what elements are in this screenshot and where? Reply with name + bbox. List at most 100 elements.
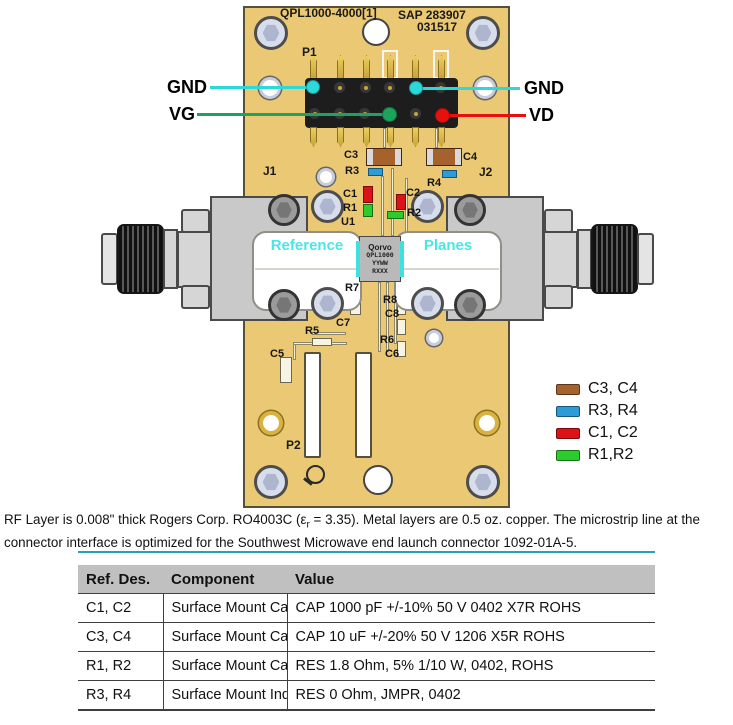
- cell-value: CAP 10 uF +/-20% 50 V 1206 X5R ROHS: [286, 622, 655, 652]
- resistor-r4: [442, 170, 457, 178]
- trace-line: [391, 168, 394, 236]
- board-screw-icon: [311, 190, 344, 223]
- rf-slot-right: [355, 352, 372, 458]
- trace-line: [312, 332, 346, 335]
- board-date-code: 031517: [417, 20, 458, 34]
- label-c7: C7: [336, 317, 351, 329]
- pad: [280, 357, 292, 383]
- pad: [312, 338, 332, 346]
- header-pin-icon: [438, 127, 445, 147]
- microstrip-seam: [397, 268, 499, 270]
- vd-pin-dot: [435, 108, 450, 123]
- gnd-pin-dot-right: [409, 81, 423, 95]
- label-r1: R1: [343, 202, 358, 214]
- caption-subscript: r: [306, 519, 310, 531]
- table-header-row: Ref. Des. Component Value: [78, 565, 655, 594]
- chip-marking-line2: YYWW: [372, 258, 388, 267]
- trace-line: [378, 282, 381, 352]
- col-header-ref-des: Ref. Des.: [78, 565, 163, 594]
- via-hole: [426, 330, 442, 346]
- label-c1: C1: [343, 188, 358, 200]
- cell-component: Surface Mount Cap.: [162, 651, 287, 681]
- board-sap-number: SAP 283907: [398, 8, 466, 22]
- legend-item-r3r4: R3, R4: [556, 401, 638, 421]
- chip-marking-line3: RXXX: [372, 266, 388, 275]
- label-c3: C3: [344, 149, 359, 161]
- block-screw-icon: [454, 289, 486, 321]
- label-r3: R3: [345, 165, 360, 177]
- coax-nut-right-top: [544, 209, 573, 233]
- figure-caption: RF Layer is 0.008" thick Rogers Corp. RO…: [4, 511, 731, 552]
- chip-marking-line1: QPL1000: [366, 251, 394, 260]
- cell-ref-des: R1, R2: [78, 651, 163, 681]
- table-row: C1, C2 Surface Mount Cap. CAP 1000 pF +/…: [78, 593, 655, 623]
- label-c5: C5: [270, 348, 285, 360]
- coax-nut-right-bottom: [544, 285, 573, 309]
- mounting-hole: [362, 18, 390, 46]
- coax-knurl-right: [591, 224, 638, 294]
- board-part-number: QPL1000-4000[1]: [280, 6, 377, 20]
- coax-collar-left: [163, 229, 178, 289]
- label-p2: P2: [286, 438, 301, 452]
- caption-text: = 3.35). Metal layers are 0.5 oz. copper…: [4, 512, 700, 551]
- coax-tip-left: [101, 233, 118, 285]
- table-top-rule: [78, 551, 655, 553]
- trace-line: [381, 176, 384, 236]
- coax-tip-right: [637, 233, 654, 285]
- coax-nut-left-top: [181, 209, 210, 233]
- capacitor-c2: [396, 194, 406, 210]
- gnd-left-line: [210, 86, 313, 89]
- pad: [397, 319, 406, 335]
- gnd-pin-dot-left: [306, 80, 320, 94]
- header-hole: [410, 108, 421, 119]
- legend-swatch-brown: [556, 383, 580, 395]
- block-screw-icon: [268, 194, 300, 226]
- header-hole: [384, 82, 395, 93]
- reference-planes-text-right: Planes: [423, 237, 473, 254]
- block-screw-icon: [454, 194, 486, 226]
- chip-edge-mark-right: [400, 241, 404, 277]
- corner-screw-icon: [466, 465, 500, 499]
- legend-swatch-blue: [556, 405, 580, 417]
- cell-component: Surface Mount Cap.: [162, 593, 287, 623]
- header-pin-icon: [363, 127, 370, 147]
- gnd-right-label: GND: [524, 78, 564, 98]
- header-hole: [334, 82, 345, 93]
- vg-label: VG: [169, 104, 196, 124]
- vd-line: [447, 114, 526, 117]
- label-p1: P1: [302, 45, 317, 59]
- qorvo-q-logo: [303, 465, 325, 486]
- trace-line: [386, 282, 389, 352]
- label-c2: C2: [406, 187, 421, 199]
- header-pin-icon: [310, 127, 317, 147]
- coax-knurl-left: [117, 224, 164, 294]
- cell-value: RES 0 Ohm, JMPR, 0402: [286, 680, 655, 710]
- table-row: R3, R4 Surface Mount Ind. RES 0 Ohm, JMP…: [78, 680, 655, 710]
- cell-ref-des: R3, R4: [78, 680, 163, 710]
- qpl1000-chip: Qorvo QPL1000 YYWW RXXX: [359, 236, 401, 282]
- gnd-left-label: GND: [167, 77, 207, 97]
- caption-text: RF Layer is 0.008" thick Rogers Corp. RO…: [4, 512, 307, 527]
- legend-item-c3c4: C3, C4: [556, 379, 638, 399]
- header-pin-icon: [387, 127, 394, 147]
- capacitor-c3: [366, 148, 402, 166]
- coax-body-right: [543, 231, 578, 288]
- col-header-value: Value: [287, 565, 655, 594]
- legend-label: C1, C2: [588, 424, 638, 441]
- trace-line: [293, 344, 296, 360]
- bom-table: Ref. Des. Component Value C1, C2 Surface…: [78, 565, 655, 711]
- col-header-component: Component: [163, 565, 287, 594]
- legend-swatch-red: [556, 427, 580, 439]
- block-screw-icon: [268, 289, 300, 321]
- cell-value: CAP 1000 pF +/-10% 50 V 0402 X7R ROHS: [286, 593, 655, 623]
- coax-collar-right: [577, 229, 592, 289]
- legend-label: R1,R2: [588, 446, 634, 463]
- table-row: R1, R2 Surface Mount Cap. RES 1.8 Ohm, 5…: [78, 651, 655, 681]
- header-connector-p1: [305, 78, 458, 128]
- label-r8: R8: [383, 294, 398, 306]
- capacitor-c4: [426, 148, 462, 166]
- corner-screw-icon: [254, 465, 288, 499]
- board-screw-icon: [411, 287, 444, 320]
- resistor-r1: [363, 204, 373, 217]
